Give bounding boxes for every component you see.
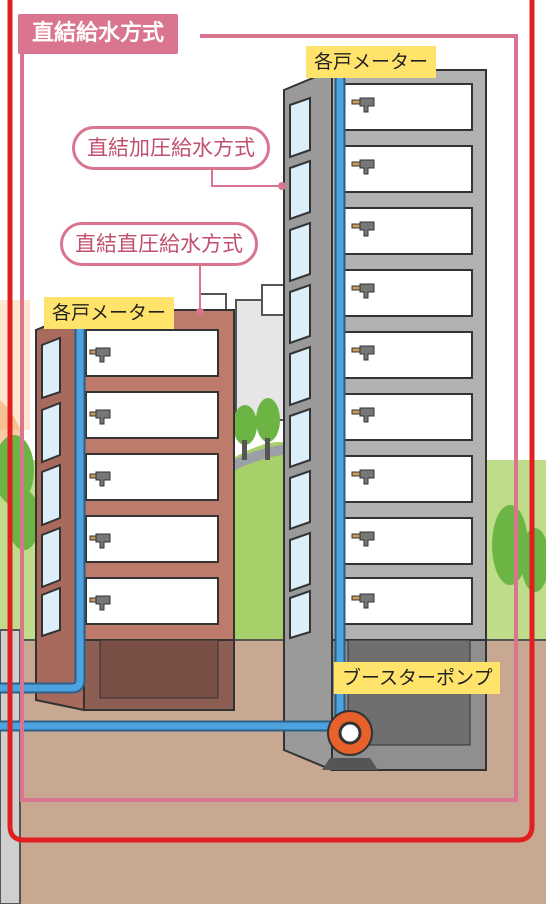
water-pipes xyxy=(0,74,346,732)
direct-supply-frame xyxy=(7,0,535,843)
pressurized-system-frame xyxy=(20,34,518,802)
page-title: 直結給水方式 xyxy=(18,14,179,54)
booster-pump-label: ブースターポンプ xyxy=(334,662,501,694)
direct-method-label: 直結直圧給水方式 xyxy=(60,222,258,266)
tall-building xyxy=(283,68,487,772)
pressurized-leader-line xyxy=(211,168,280,187)
meter-label-tall: 各戸メーター xyxy=(306,46,437,78)
meter-label-short: 各戸メーター xyxy=(44,297,175,329)
pressurized-method-label: 直結加圧給水方式 xyxy=(72,126,270,170)
short-building xyxy=(35,308,235,712)
booster-pump xyxy=(322,710,378,770)
faucet-icons xyxy=(89,97,375,611)
